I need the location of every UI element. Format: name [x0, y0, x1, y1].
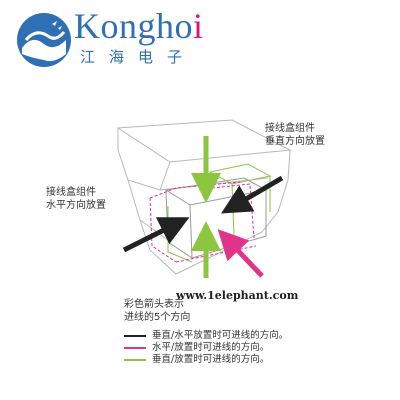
legend-text: 水平/放置时可进线的方向。 [152, 342, 270, 353]
legend-row-pink: 水平/放置时可进线的方向。 [124, 342, 364, 354]
legend-row-green: 垂直/放置时可进线的方向。 [124, 354, 364, 366]
label-horizontal: 接线盒组件 水平方向放置 [46, 187, 106, 211]
logo-emblem [17, 13, 71, 67]
brand-name: Konghoi [74, 6, 204, 46]
legend-text: 垂直/水平放置时可进线的方向。 [152, 330, 289, 341]
legend-line-black [124, 335, 146, 337]
box-vertical-outline [167, 163, 272, 263]
legend-line-pink [124, 347, 146, 349]
arrow-black-left [122, 217, 190, 253]
label-arrows-note: 彩色箭头表示 进线的5个方向 [124, 299, 191, 323]
brand-subtitle: 江海电子 [80, 48, 197, 66]
legend-text: 垂直/放置时可进线的方向。 [152, 354, 270, 365]
arrow-pink [217, 229, 264, 278]
arrow-black-right [221, 175, 284, 214]
legend-line-green [124, 359, 146, 361]
label-vertical: 接线盒组件 垂直方向放置 [265, 123, 325, 147]
junction-box [164, 177, 268, 259]
watermark: www.1elephant.com [176, 289, 299, 302]
legend-row-black: 垂直/水平放置时可进线的方向。 [124, 330, 364, 342]
